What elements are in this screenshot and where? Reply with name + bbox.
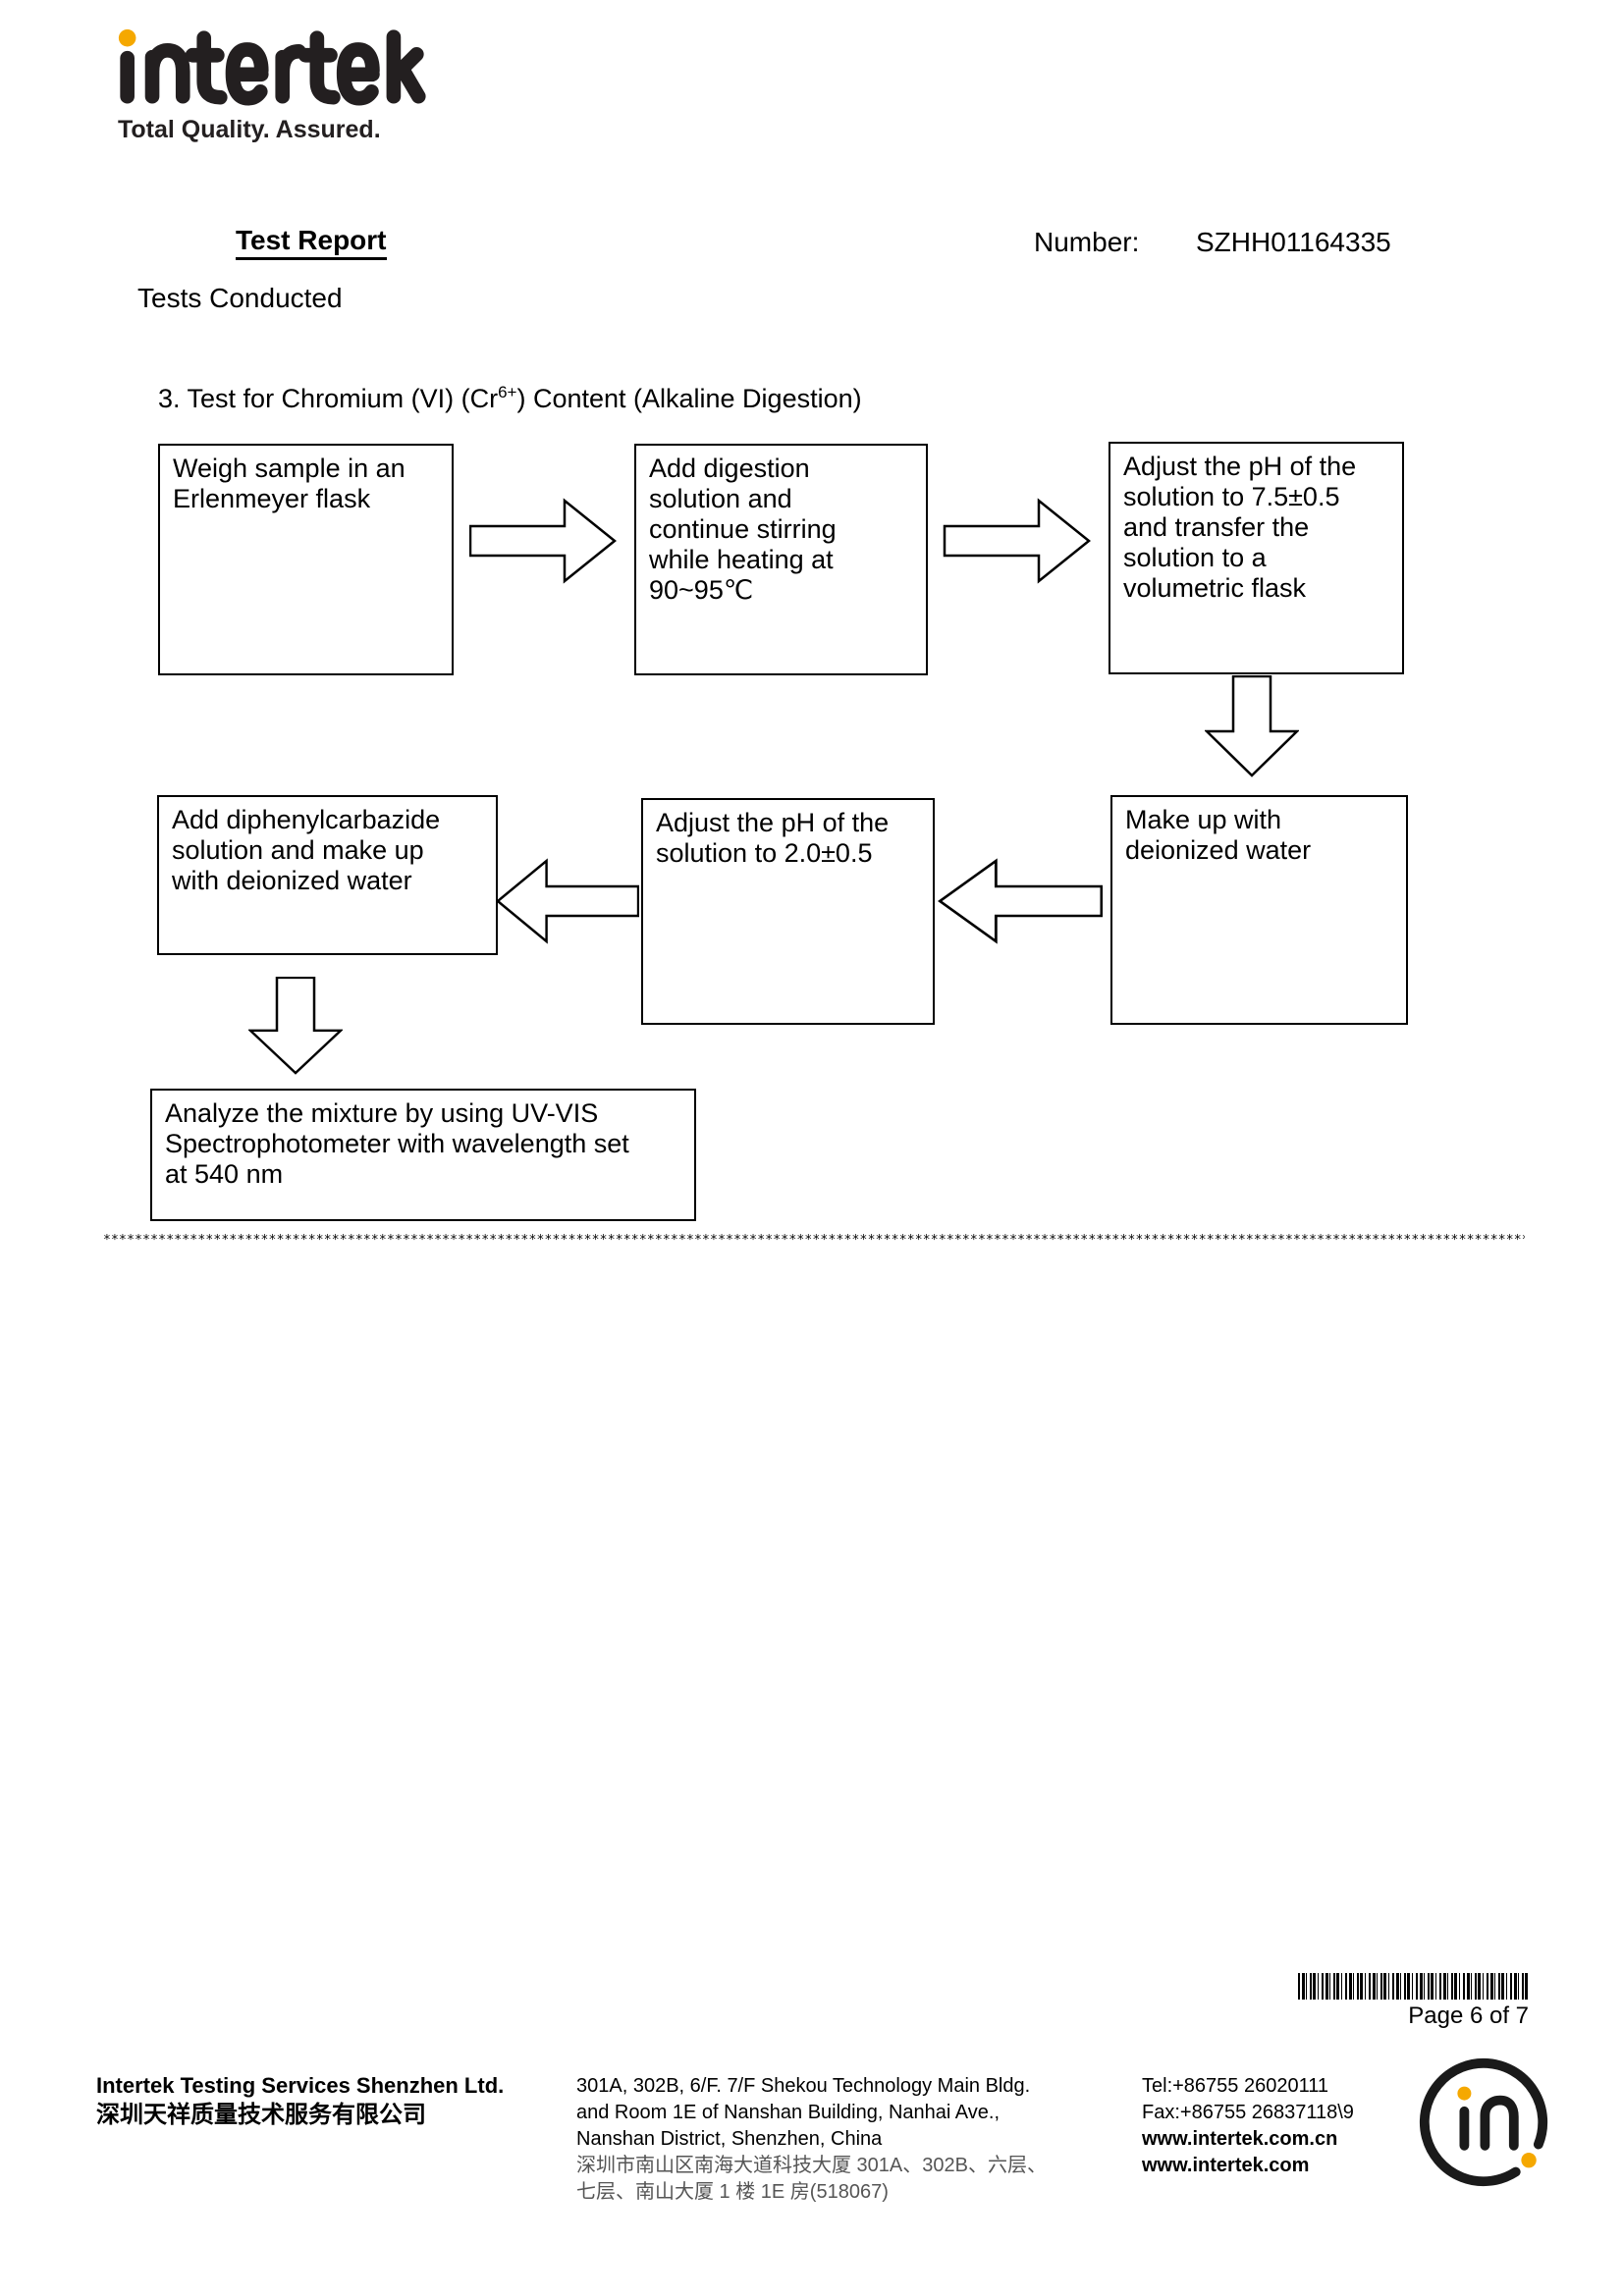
footer-company: Intertek Testing Services Shenzhen Ltd. …	[96, 2073, 504, 2130]
logo-tagline: Total Quality. Assured.	[118, 116, 381, 143]
footer-address-line: and Room 1E of Nanshan Building, Nanhai …	[576, 2102, 1001, 2123]
flow-step-weigh-sample: Weigh sample in an Erlenmeyer flask	[158, 444, 454, 675]
section-heading: 3. Test for Chromium (VI) (Cr6+) Content…	[158, 383, 862, 414]
footer-fax: Fax:+86755 26837118\9	[1142, 2102, 1354, 2123]
flow-step-analyze-uvvis: Analyze the mixture by using UV-VIS Spec…	[150, 1089, 696, 1221]
footer-company-en: Intertek Testing Services Shenzhen Ltd.	[96, 2073, 505, 2098]
arrow-left-icon	[496, 856, 639, 946]
footer-address-line: Nanshan District, Shenzhen, China	[576, 2128, 883, 2150]
flow-step-add-digestion: Add digestion solution and continue stir…	[634, 444, 928, 675]
flow-step-adjust-ph-20: Adjust the pH of the solution to 2.0±0.5	[641, 798, 935, 1025]
arrow-right-icon	[943, 496, 1092, 586]
intertek-in-circle-logo	[1415, 2054, 1552, 2191]
tests-conducted-label: Tests Conducted	[137, 283, 343, 313]
footer-contact: Tel:+86755 26020111 Fax:+86755 26837118\…	[1142, 2073, 1354, 2179]
asterisk-separator: ****************************************…	[103, 1233, 1525, 1248]
report-title: Test Report	[236, 225, 387, 260]
yellow-gap-dot	[1521, 2152, 1537, 2168]
arrow-down-icon	[1205, 675, 1299, 777]
flow-step-make-up-water: Make up with deionized water	[1110, 795, 1408, 1025]
flow-step-add-diphenylcarbazide: Add diphenylcarbazide solution and make …	[157, 795, 498, 955]
footer-address-line: 301A, 302B, 6/F. 7/F Shekou Technology M…	[576, 2075, 1031, 2097]
footer-tel: Tel:+86755 26020111	[1142, 2075, 1328, 2097]
report-number-label: Number:	[1034, 227, 1140, 257]
yellow-i-dot	[118, 28, 136, 47]
flow-step-adjust-ph-75: Adjust the pH of the solution to 7.5±0.5…	[1109, 442, 1404, 674]
footer-address-line-cn: 七层、南山大厦 1 楼 1E 房(518067)	[576, 2181, 889, 2203]
arrow-left-icon	[938, 856, 1103, 946]
footer-company-cn: 深圳天祥质量技术服务有限公司	[96, 2102, 426, 2128]
footer-website-cn: www.intertek.com.cn	[1142, 2128, 1338, 2150]
section-heading-sup: 6+	[498, 383, 517, 401]
footer-address: 301A, 302B, 6/F. 7/F Shekou Technology M…	[576, 2073, 1047, 2206]
section-heading-pre: 3. Test for Chromium (VI) (Cr	[158, 384, 499, 413]
arrow-right-icon	[469, 496, 617, 586]
intertek-wordmark-logo	[114, 26, 430, 116]
page-number: Page 6 of 7	[1408, 2002, 1529, 2029]
section-heading-post: ) Content (Alkaline Digestion)	[516, 384, 862, 413]
yellow-i-dot	[1457, 2086, 1472, 2101]
report-number-value: SZHH01164335	[1196, 227, 1391, 257]
barcode-icon	[1298, 1973, 1529, 2000]
arrow-down-icon	[248, 977, 343, 1075]
footer-website-com: www.intertek.com	[1142, 2155, 1310, 2176]
footer-address-line-cn: 深圳市南山区南海大道科技大厦 301A、302B、六层、	[576, 2155, 1047, 2176]
